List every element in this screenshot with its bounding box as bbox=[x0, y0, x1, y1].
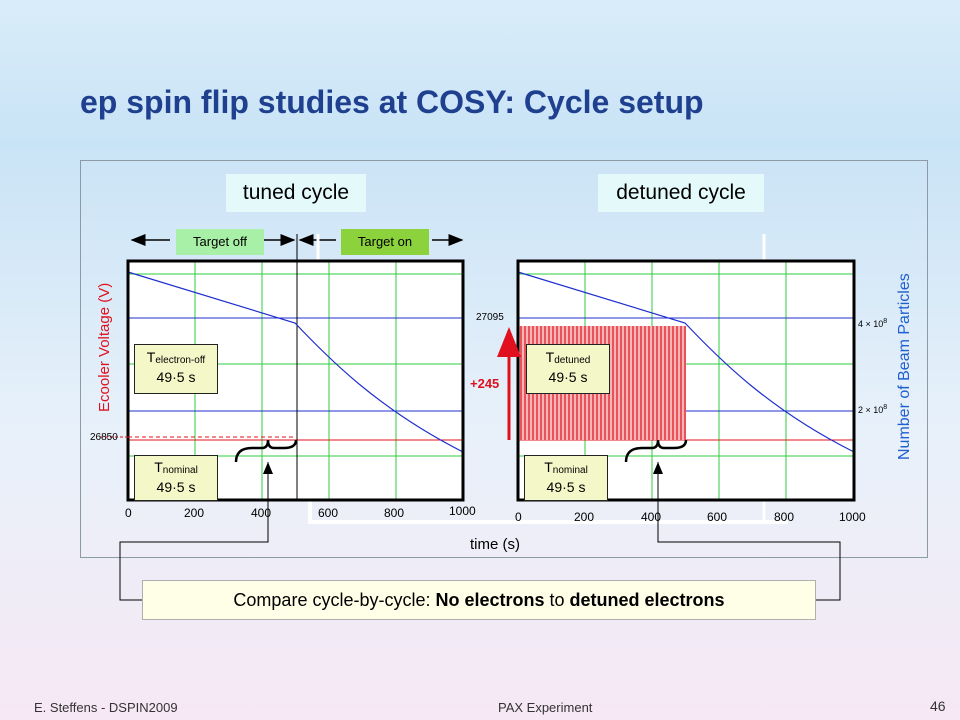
right-tick-4e8: 4 × 108 bbox=[858, 318, 887, 329]
right-xtick: 400 bbox=[641, 510, 662, 524]
left-brace bbox=[234, 439, 298, 463]
t-electron-off-value: 49·5 s bbox=[156, 369, 196, 385]
compare-connector bbox=[119, 462, 841, 601]
x-axis-label: time (s) bbox=[470, 536, 520, 553]
t-electron-off-label: T bbox=[146, 349, 156, 365]
compare-prefix: Compare cycle-by-cycle: bbox=[233, 590, 436, 610]
right-y-axis-label: Number of Beam Particles bbox=[896, 273, 913, 460]
left-xtick: 200 bbox=[184, 506, 205, 520]
compare-box: Compare cycle-by-cycle: No electrons to … bbox=[142, 580, 816, 620]
right-xtick: 600 bbox=[707, 510, 728, 524]
page-number: 46 bbox=[930, 698, 946, 714]
compare-bold-2: detuned electrons bbox=[569, 590, 725, 610]
t-nominal2-sub: nominal bbox=[552, 465, 588, 476]
right-xtick: 1000 bbox=[839, 510, 866, 524]
detuned-cycle-label: detuned cycle bbox=[598, 174, 764, 212]
t-nominal-box-2: Tnominal 49·5 s bbox=[524, 455, 608, 501]
t-nominal2-value: 49·5 s bbox=[546, 479, 586, 495]
value-26850: 26850 bbox=[90, 432, 118, 443]
delta-245: +245 bbox=[470, 376, 500, 391]
left-xtick: 800 bbox=[384, 506, 405, 520]
footer-center: PAX Experiment bbox=[498, 700, 593, 715]
left-xtick: 0 bbox=[125, 506, 132, 520]
right-xtick: 0 bbox=[515, 510, 522, 524]
left-y-axis-label: Ecooler Voltage (V) bbox=[96, 282, 113, 412]
left-xtick: 600 bbox=[318, 506, 339, 520]
t-detuned-sub: detuned bbox=[554, 355, 591, 366]
t-nominal-box: Tnominal 49·5 s bbox=[134, 455, 218, 501]
t-nominal-label: T bbox=[154, 459, 163, 475]
exp-4e8: 8 bbox=[883, 318, 888, 325]
right-tick-4e8-text: 4 × 10 bbox=[858, 319, 884, 329]
value-27095: 27095 bbox=[476, 312, 504, 323]
t-nominal-value: 49·5 s bbox=[156, 479, 196, 495]
left-xtick: 1000 bbox=[449, 504, 476, 518]
t-nominal-sub: nominal bbox=[162, 465, 198, 476]
t-electron-off-sub: electron-off bbox=[155, 355, 206, 366]
slide-title: ep spin flip studies at COSY: Cycle setu… bbox=[80, 84, 704, 120]
tuned-cycle-label: tuned cycle bbox=[226, 174, 366, 212]
right-plot bbox=[516, 259, 856, 502]
right-tick-2e8-text: 2 × 10 bbox=[858, 405, 884, 415]
exp-2e8: 8 bbox=[883, 404, 888, 411]
target-off-label: Target off bbox=[176, 229, 264, 255]
right-xtick: 800 bbox=[774, 510, 795, 524]
chart-panel bbox=[80, 160, 928, 558]
compare-middle: to bbox=[544, 590, 570, 610]
compare-bold-1: No electrons bbox=[435, 590, 545, 610]
left-beam-curve bbox=[127, 271, 464, 453]
right-beam-curve bbox=[517, 271, 855, 453]
target-on-label: Target on bbox=[341, 229, 429, 255]
t-detuned-label: T bbox=[545, 349, 555, 365]
left-xtick: 400 bbox=[251, 506, 272, 520]
t-detuned-value: 49·5 s bbox=[548, 369, 588, 385]
right-tick-2e8: 2 × 108 bbox=[858, 404, 887, 415]
t-detuned-box: Tdetuned 49·5 s bbox=[526, 344, 610, 394]
right-xtick: 200 bbox=[574, 510, 595, 524]
right-brace bbox=[624, 439, 688, 463]
t-nominal2-label: T bbox=[544, 459, 553, 475]
footer-author: E. Steffens - DSPIN2009 bbox=[34, 700, 178, 715]
t-electron-off-box: Telectron-off 49·5 s bbox=[134, 344, 218, 394]
